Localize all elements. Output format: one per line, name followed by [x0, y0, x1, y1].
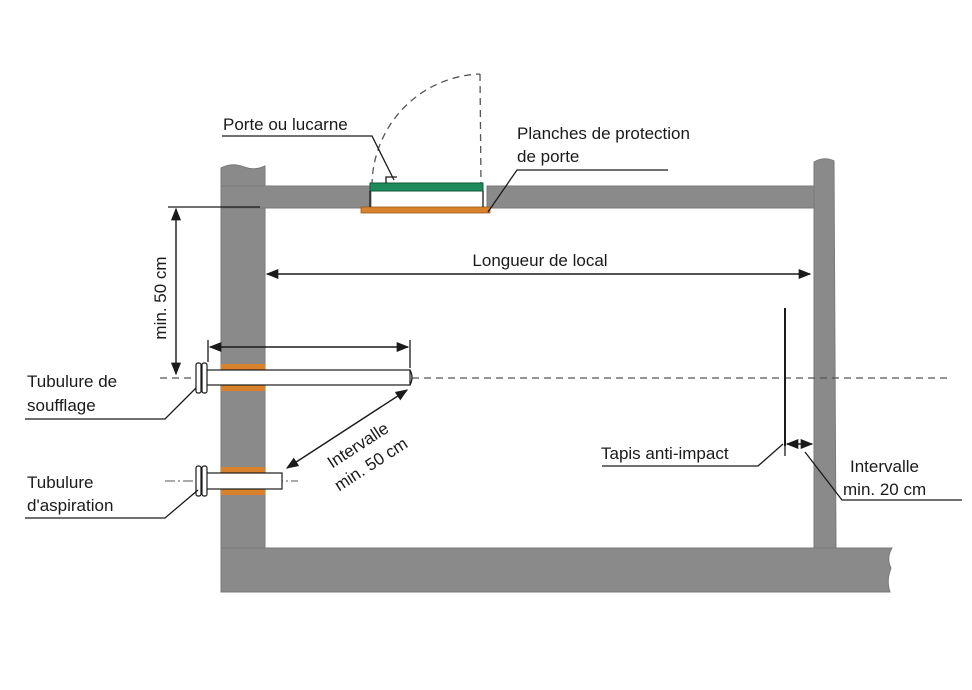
blow-pipe-label-1: Tubulure de: [27, 372, 117, 391]
suction-pipe-leader-line: [25, 489, 199, 519]
door-open-position: [479, 73, 482, 187]
protection-label-1: Planches de protection: [517, 124, 690, 143]
protection-leader-line: [487, 169, 668, 213]
door-handle-icon: [385, 176, 397, 183]
mat-gap-leader-line: [804, 451, 962, 501]
door-hatch: [369, 182, 484, 192]
blow-pipe-label-2: soufflage: [27, 396, 96, 415]
suction-pipe-seal-top: [221, 467, 265, 473]
room-walls: [220, 158, 893, 593]
left-wall: [220, 164, 266, 549]
floor-slab: [220, 547, 893, 593]
min-height-label: min. 50 cm: [151, 256, 170, 339]
blow-pipe-flange-1: [195, 362, 202, 394]
blow-pipe: [195, 362, 413, 394]
blow-pipe-body: [205, 369, 411, 386]
ceiling-right: [486, 185, 815, 209]
pipe-interval-dimension: [285, 389, 409, 469]
blow-pipe-flange-2: [201, 362, 208, 394]
door-swing-arc: [371, 73, 481, 187]
suction-pipe-body: [205, 472, 283, 490]
ceiling-left: [220, 185, 372, 209]
door-leader-line: [222, 135, 395, 181]
door-protection-board: [360, 206, 491, 214]
impact-mat-label: Tapis anti-impact: [601, 444, 729, 463]
right-wall: [813, 158, 837, 549]
suction-pipe-label-2: d'aspiration: [27, 496, 113, 515]
suction-pipe-flange-1: [195, 465, 202, 497]
protection-label-2: de porte: [517, 147, 579, 166]
suction-pipe-seal-bottom: [221, 489, 265, 495]
blow-pipe-end-cap: [409, 369, 413, 386]
suction-pipe-flange-2: [201, 465, 208, 497]
suction-pipe-label-1: Tubulure: [27, 473, 93, 492]
mat-gap-label-1: Intervalle: [850, 457, 919, 476]
door-label: Porte ou lucarne: [223, 115, 348, 134]
blow-pipe-seal-top: [221, 364, 265, 370]
suction-pipe: [195, 465, 283, 497]
mat-gap-label-2: min. 20 cm: [843, 480, 926, 499]
blow-pipe-leader-line: [25, 387, 197, 420]
impact-mat-leader-line: [602, 443, 784, 467]
blow-pipe-seal-bottom: [221, 385, 265, 391]
room-length-label: Longueur de local: [472, 251, 607, 270]
